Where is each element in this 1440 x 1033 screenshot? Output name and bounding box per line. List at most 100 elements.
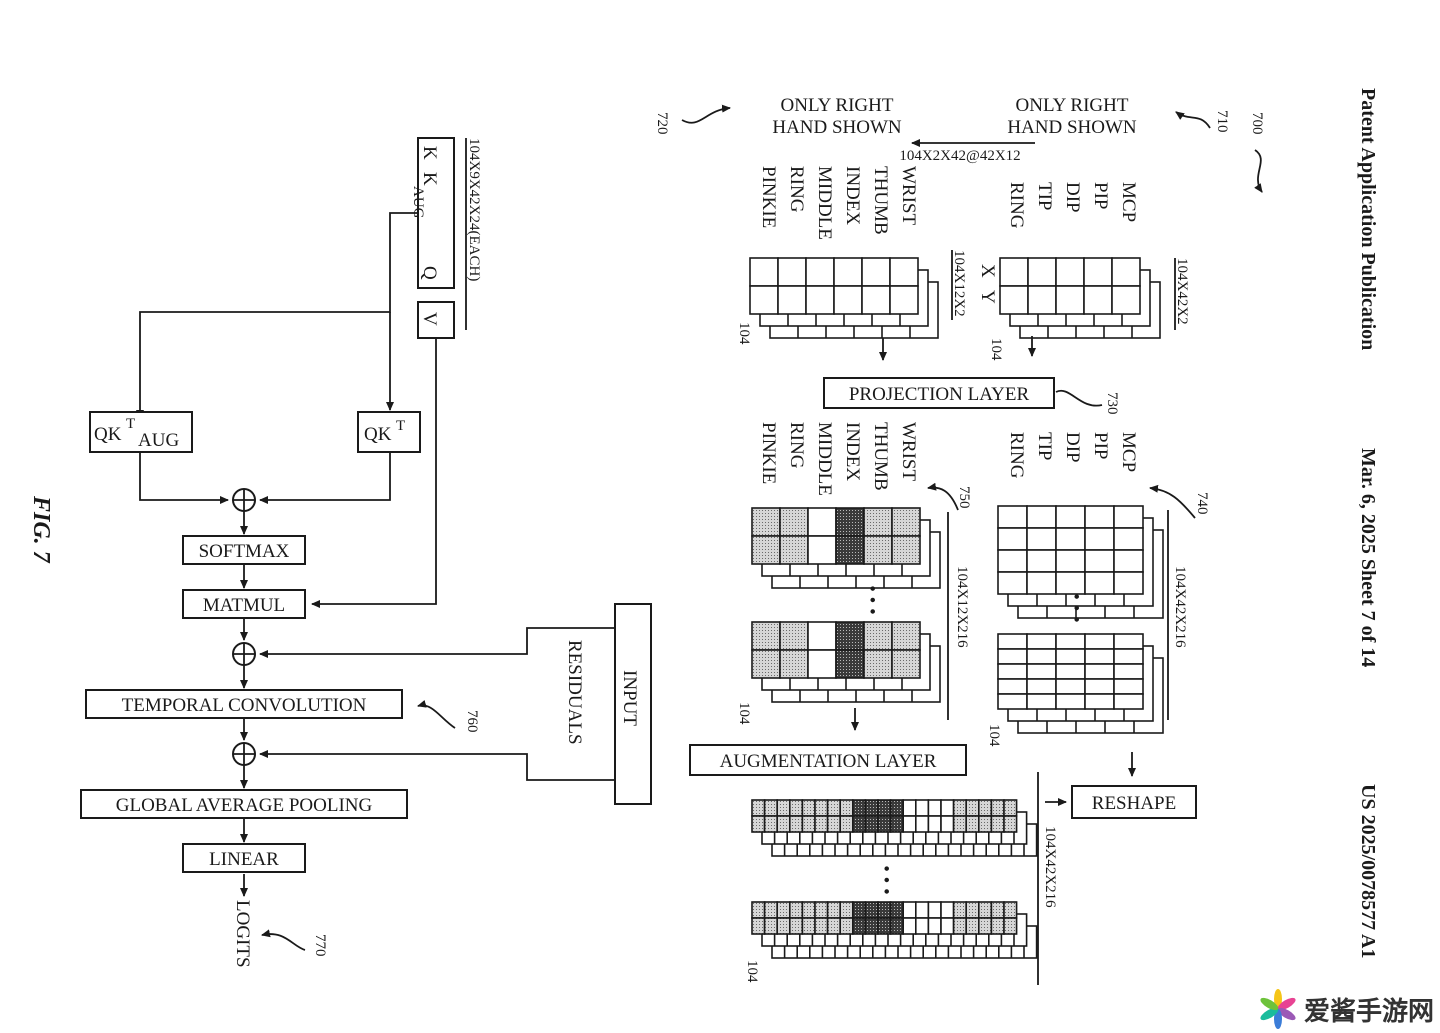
logits: LOGITS 770	[232, 874, 328, 968]
row-label: MIDDLE	[814, 422, 835, 496]
tensor-cell	[1084, 648, 1115, 665]
svg-text:104: 104	[988, 338, 1004, 361]
tensor-cell	[997, 571, 1028, 595]
ref-700: 700	[1249, 112, 1265, 193]
tensor-cell	[749, 285, 779, 315]
tensor-cell	[877, 815, 892, 833]
attention-dims: 104X9X42X24(EACH)	[466, 138, 482, 281]
tensor-cell	[779, 507, 809, 537]
tensor-cell	[1113, 648, 1144, 665]
row-label: MCP	[1118, 182, 1139, 222]
tensor-cell	[940, 901, 955, 919]
tensor-cell	[997, 527, 1028, 551]
tensor-cell	[864, 917, 879, 935]
tensor-cell	[779, 621, 809, 651]
tensor-cell	[977, 799, 993, 817]
reshape-block: RESHAPE	[1071, 752, 1197, 819]
tensor-cell	[990, 799, 1005, 817]
tensor-cell	[864, 799, 879, 817]
tensor-cell	[990, 901, 1005, 919]
input-720: 720 ONLY RIGHT HAND SHOWN WRISTTHUMBINDE…	[654, 95, 967, 361]
tensor-cell	[1055, 663, 1086, 680]
transform-label: 104X2X42@42X12	[899, 148, 1020, 164]
tensor-cell	[877, 917, 892, 935]
svg-text:INPUT: INPUT	[619, 670, 640, 726]
svg-text:104: 104	[986, 724, 1002, 747]
tensor-cell	[889, 815, 904, 833]
tensor-cell	[1055, 505, 1086, 529]
tensor-cell	[1084, 571, 1115, 595]
tensor-cell	[779, 535, 809, 565]
svg-text:750: 750	[956, 486, 972, 509]
pipeline-step: LINEAR	[182, 843, 306, 873]
row-label: THUMB	[870, 422, 891, 491]
row-label: PINKIE	[758, 166, 779, 228]
tensor-cell	[801, 799, 816, 817]
svg-text:T: T	[396, 418, 405, 434]
tensor-cell	[952, 901, 967, 919]
tensor-cell	[977, 917, 993, 935]
tensor-cell	[1084, 693, 1115, 710]
tensor-cell	[751, 917, 766, 935]
tensor-cell	[751, 535, 781, 565]
row-label: RING	[786, 422, 807, 469]
tensor-grid-720	[749, 257, 939, 339]
dims-740: 104X42X216	[1172, 566, 1188, 648]
date-sheet: Mar. 6, 2025 Sheet 7 of 14	[1357, 448, 1379, 667]
tensor-cell	[889, 799, 904, 817]
tensor-cell	[1113, 633, 1144, 650]
dims-710: 104X42X2	[1174, 258, 1190, 325]
svg-text:MATMUL: MATMUL	[203, 595, 285, 616]
augmented-tensor: 104X42X216 • • • 104	[744, 772, 1067, 985]
tensor-cell	[835, 649, 865, 679]
tensor-cell	[801, 917, 816, 935]
row-label: PIP	[1090, 182, 1111, 209]
tensor-cell	[839, 901, 854, 919]
tensor-cell	[891, 507, 921, 537]
tensor-cell	[889, 901, 904, 919]
svg-text:• • •: • • •	[875, 865, 896, 894]
tensor-cell	[1055, 527, 1086, 551]
tensor-cell	[863, 621, 893, 651]
tensor-cell	[902, 815, 917, 833]
svg-text:RESIDUALS: RESIDUALS	[564, 640, 585, 745]
tensor-cell	[1027, 285, 1057, 315]
tensor-cell	[1027, 257, 1057, 287]
tensor-cell	[997, 549, 1028, 573]
tensor-cell	[1113, 549, 1144, 573]
tensor-cell	[927, 799, 942, 817]
svg-text:AUGMENTATION LAYER: AUGMENTATION LAYER	[720, 751, 937, 772]
title-710-line2: HAND SHOWN	[1007, 117, 1137, 138]
tensor-cell	[1084, 505, 1115, 529]
tensor-cell	[763, 799, 778, 817]
tensor-cell	[863, 507, 893, 537]
tensor-cell	[965, 901, 980, 919]
augmentation-layer: AUGMENTATION LAYER	[689, 744, 967, 776]
svg-text:760: 760	[464, 710, 480, 733]
svg-text:LOGITS: LOGITS	[232, 900, 253, 968]
tensor-cell	[1026, 648, 1057, 665]
watermark: 爱酱手游网	[1258, 989, 1434, 1029]
svg-text:LINEAR: LINEAR	[209, 849, 279, 870]
row-label: PINKIE	[758, 422, 779, 484]
tensor-cell	[940, 815, 955, 833]
tensor-cell	[776, 917, 791, 935]
projection-layer: PROJECTION LAYER 730	[823, 377, 1120, 415]
tensor-cell	[861, 257, 891, 287]
svg-text:104: 104	[744, 960, 760, 983]
svg-text:SOFTMAX: SOFTMAX	[199, 541, 290, 562]
tensor-cell	[851, 917, 867, 935]
tensor-cell	[997, 693, 1028, 710]
tensor-cell	[1113, 678, 1144, 695]
row-label: PIP	[1090, 432, 1111, 459]
tensor-cell	[940, 917, 955, 935]
tensor-cell	[864, 901, 879, 919]
tensor-cell	[777, 257, 807, 287]
tensor-cell	[863, 535, 893, 565]
tensor-cell	[788, 799, 804, 817]
svg-text:GLOBAL AVERAGE POOLING: GLOBAL AVERAGE POOLING	[116, 795, 373, 816]
tensor-cell	[977, 815, 993, 833]
